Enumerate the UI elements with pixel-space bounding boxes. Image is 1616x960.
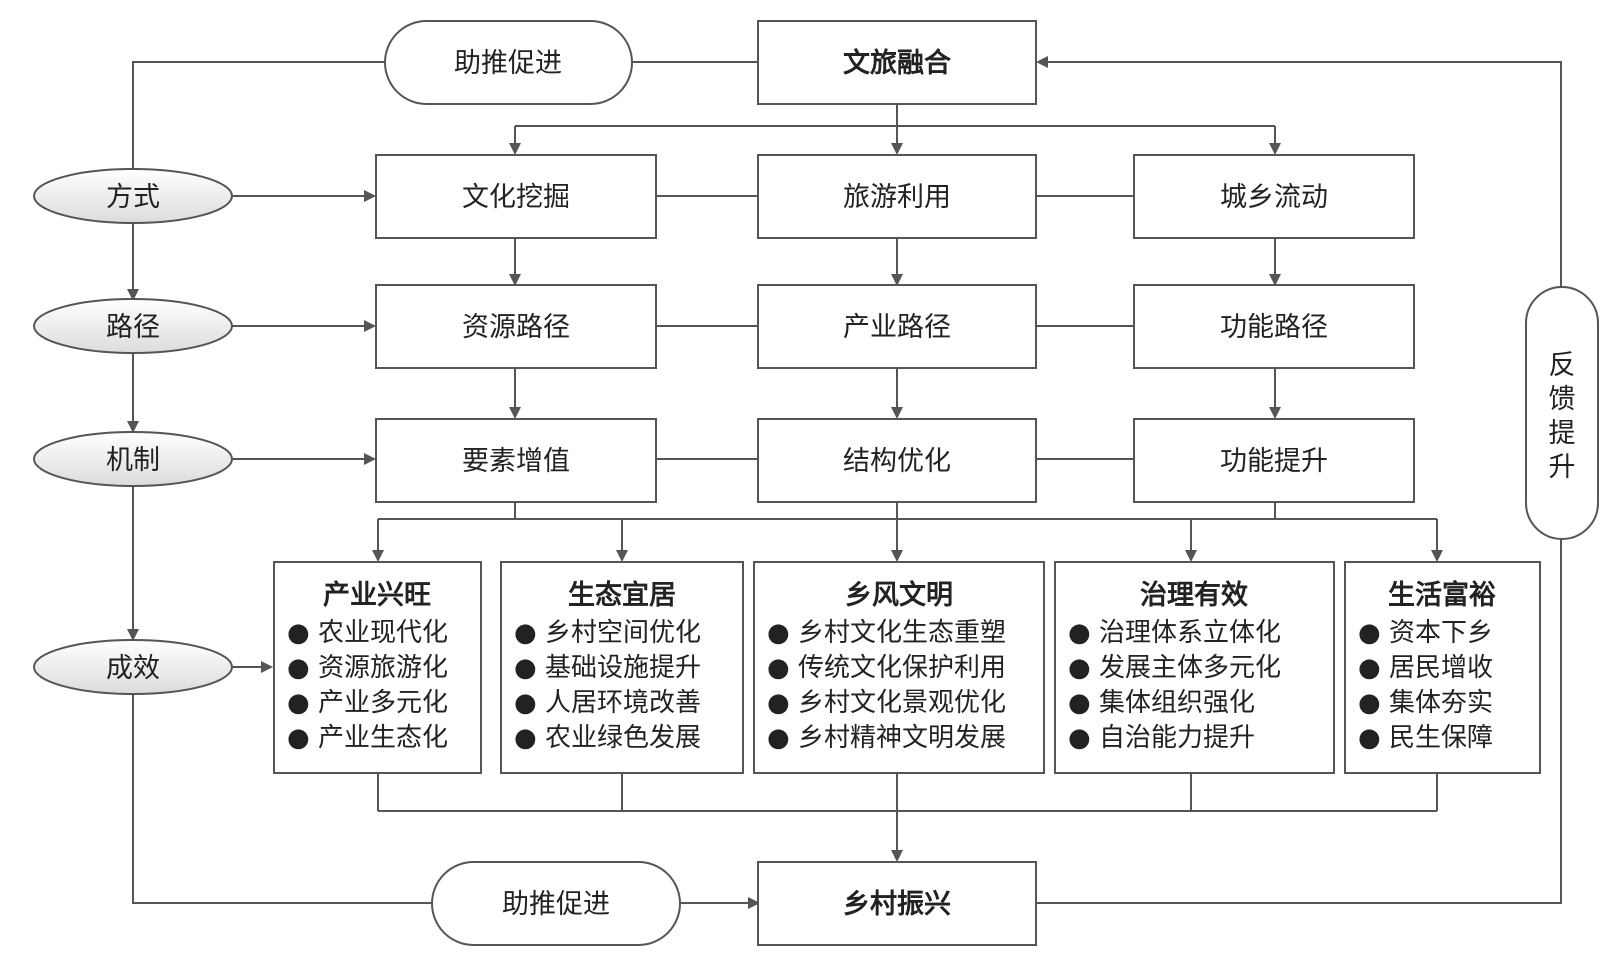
effect-title-5: 生活富裕 — [1388, 579, 1496, 611]
top-promote-label: 助推促进 — [454, 48, 562, 79]
bottom-promote-pill: 助推促进 — [431, 861, 681, 946]
left-effect-to-bottom-promote — [132, 695, 432, 904]
effect-1-item-2: ● 资源旅游化 — [287, 653, 448, 683]
effect-3-item-4: ● 乡村精神文明发展 — [767, 723, 1006, 753]
path-label-1: 资源路径 — [462, 312, 570, 343]
top-title-box: 文旅融合 — [757, 20, 1037, 105]
mechanism-label-2: 结构优化 — [843, 446, 951, 477]
left-label-effect: 成效 — [33, 639, 233, 695]
top-title: 文旅融合 — [843, 47, 951, 79]
path-box-2: 产业路径 — [757, 284, 1037, 369]
effect-2-item-1: ● 乡村空间优化 — [514, 618, 701, 648]
effect-box-3: 乡风文明 ● 乡村文化生态重塑 ● 传统文化保护利用 ● 乡村文化景观优化 ● … — [753, 561, 1045, 774]
path-label-2: 产业路径 — [843, 312, 951, 343]
effect-5-item-1: ● 资本下乡 — [1358, 618, 1493, 648]
effect-5-item-4: ● 民生保障 — [1358, 723, 1493, 753]
connectors — [127, 56, 1562, 909]
feedback-char-1: 反 — [1549, 350, 1576, 381]
left-label-path-text: 路径 — [106, 312, 160, 343]
effect-box-5: 生活富裕 ● 资本下乡 ● 居民增收 ● 集体夯实 ● 民生保障 — [1344, 561, 1541, 774]
mode-label-3: 城乡流动 — [1220, 182, 1328, 213]
effect-box-4: 治理有效 ● 治理体系立体化 ● 发展主体多元化 ● 集体组织强化 ● 自治能力… — [1054, 561, 1335, 774]
effect-5-item-3: ● 集体夯实 — [1358, 688, 1493, 718]
left-label-mechanism-text: 机制 — [106, 445, 160, 476]
effect-4-item-2: ● 发展主体多元化 — [1068, 653, 1281, 683]
mechanism-label-3: 功能提升 — [1220, 446, 1328, 477]
effect-1-item-3: ● 产业多元化 — [287, 688, 448, 718]
left-label-path: 路径 — [33, 298, 233, 354]
effect-2-item-3: ● 人居环境改善 — [514, 688, 701, 718]
effect-2-item-4: ● 农业绿色发展 — [514, 723, 701, 753]
path-box-3: 功能路径 — [1133, 284, 1415, 369]
left-label-mechanism: 机制 — [33, 431, 233, 487]
effect-1-item-4: ● 产业生态化 — [287, 723, 448, 753]
effect-3-item-2: ● 传统文化保护利用 — [767, 653, 1006, 683]
mechanism-box-3: 功能提升 — [1133, 418, 1415, 503]
effect-title-4: 治理有效 — [1140, 580, 1248, 611]
effect-4-item-3: ● 集体组织强化 — [1068, 688, 1255, 718]
feedback-loop-bottom — [1036, 539, 1562, 904]
bottom-promote-label: 助推促进 — [502, 889, 610, 920]
effect-1-item-1: ● 农业现代化 — [287, 618, 448, 648]
mode-label-1: 文化挖掘 — [462, 182, 570, 213]
effect-box-2: 生态宜居 ● 乡村空间优化 ● 基础设施提升 ● 人居环境改善 ● 农业绿色发展 — [500, 561, 744, 774]
mode-box-2: 旅游利用 — [757, 154, 1037, 239]
mechanism-box-2: 结构优化 — [757, 418, 1037, 503]
effect-3-item-3: ● 乡村文化景观优化 — [767, 688, 1006, 718]
top-promote-left-connector — [127, 61, 385, 180]
mechanism-box-1: 要素增值 — [375, 418, 657, 503]
mode-box-1: 文化挖掘 — [375, 154, 657, 239]
feedback-pill: 反 馈 提 升 — [1525, 286, 1599, 540]
effect-5-item-2: ● 居民增收 — [1358, 653, 1493, 683]
mechanism-label-1: 要素增值 — [462, 446, 570, 477]
path-box-1: 资源路径 — [375, 284, 657, 369]
mode-box-3: 城乡流动 — [1133, 154, 1415, 239]
effect-2-item-2: ● 基础设施提升 — [514, 653, 701, 683]
bottom-title: 乡村振兴 — [843, 889, 951, 920]
left-label-effect-text: 成效 — [106, 653, 160, 684]
feedback-char-3: 提 — [1549, 418, 1576, 449]
feedback-char-2: 馈 — [1549, 384, 1576, 415]
feedback-char-4: 升 — [1549, 452, 1576, 483]
left-label-mode: 方式 — [33, 168, 233, 224]
effect-3-item-1: ● 乡村文化生态重塑 — [767, 618, 1006, 648]
effect-title-1: 产业兴旺 — [323, 580, 431, 611]
effect-4-item-1: ● 治理体系立体化 — [1068, 618, 1281, 648]
effect-title-2: 生态宜居 — [568, 579, 676, 611]
bottom-title-box: 乡村振兴 — [757, 861, 1037, 946]
left-label-mode-text: 方式 — [106, 182, 160, 213]
top-promote-pill: 助推促进 — [384, 20, 633, 105]
path-label-3: 功能路径 — [1220, 312, 1328, 343]
effect-box-1: 产业兴旺 ● 农业现代化 ● 资源旅游化 ● 产业多元化 ● 产业生态化 — [273, 561, 482, 774]
effect-title-3: 乡风文明 — [845, 579, 953, 611]
feedback-loop-top — [1036, 56, 1562, 287]
mode-label-2: 旅游利用 — [843, 182, 951, 213]
effect-4-item-4: ● 自治能力提升 — [1068, 723, 1255, 753]
